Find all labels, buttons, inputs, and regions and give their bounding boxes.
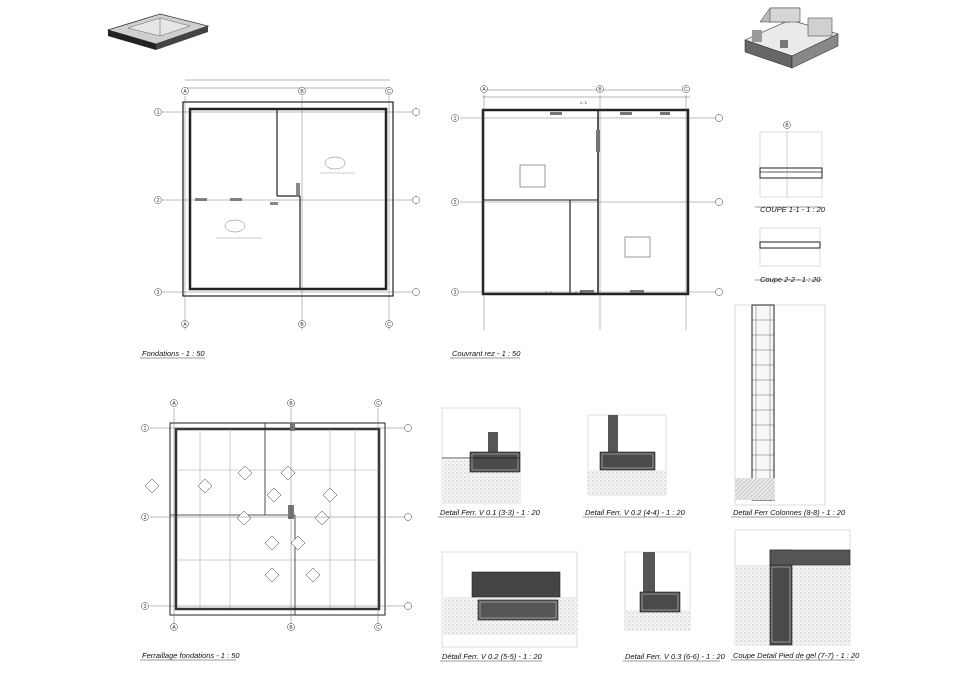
v02-55-title: Détail Ferr. V 0.2 (5-5) - 1 : 20 [442,652,543,661]
grid-label-3: 3 [454,290,457,296]
grid-label-b: B [300,89,304,95]
detail-v02-4-4: Detail Ferr. V 0.2 (4-4) - 1 : 20 [583,414,686,518]
v03-title: Detail Ferr. V 0.3 (6-6) - 1 : 20 [625,652,726,661]
detail-v01: Detail Ferr. V 0.1 (3-3) - 1 : 20 [438,407,541,518]
3d-foundation-thumbnail [106,13,210,50]
grid-label-c: C [387,89,391,95]
ferraillage-plan: A B C A B C 1 2 3 [141,399,412,631]
couvrant-plan: A B C 1 2 3 C. 4 C. 6 C. 5 [451,85,723,330]
grid-label-c: C [376,401,380,407]
grid-label-b: B [289,401,293,407]
tag-c5: C. 5 [580,101,587,105]
ferraillage-title: Ferraillage fondations - 1 : 50 [142,651,240,660]
detail-v02-5-5: Détail Ferr. V 0.2 (5-5) - 1 : 20 [440,551,578,662]
coupe-2-2-section: Coupe 2-2 - 1 : 20 [755,227,822,284]
grid-label-b: B [785,123,789,129]
grid-label-c: C [376,625,380,631]
fondations-title-block: Fondations - 1 : 50 [140,349,205,359]
grid-label-1: 1 [144,426,147,432]
grid-label-1: 1 [454,116,457,122]
grid-label-b: B [289,625,293,631]
tag-c6: C. 6 [575,291,582,295]
grid-label-b: B [598,87,602,93]
pied-gel-title: Coupe Detail Pied de gel (7-7) - 1 : 20 [733,651,860,660]
grid-label-1: 1 [157,110,160,116]
v01-title: Detail Ferr. V 0.1 (3-3) - 1 : 20 [440,508,541,517]
grid-label-c: C [387,322,391,328]
fondations-title: Fondations - 1 : 50 [142,349,205,358]
couvrant-title: Couvrant rez - 1 : 50 [452,349,521,358]
couvrant-title-block: Couvrant rez - 1 : 50 [450,349,521,359]
ferraillage-title-block: Ferraillage fondations - 1 : 50 [140,651,240,661]
v02-44-title: Detail Ferr. V 0.2 (4-4) - 1 : 20 [585,508,686,517]
coupe-2-2-title: Coupe 2-2 - 1 : 20 [760,275,821,284]
3d-building-thumbnail [744,7,839,69]
tag-c4: C. 4 [545,291,552,295]
detail-pied-de-gel: Coupe Detail Pied de gel (7-7) - 1 : 20 [731,529,860,661]
grid-label-3: 3 [144,604,147,610]
detail-v03: Detail Ferr. V 0.3 (6-6) - 1 : 20 [623,551,726,662]
grid-label-c: C [684,87,688,93]
grid-label-a: A [482,87,486,93]
grid-label-a: A [172,625,176,631]
grid-label-2: 2 [454,200,457,206]
detail-colonnes: Detail Ferr Colonnes (8-8) - 1 : 20 [731,304,846,518]
grid-label-b: B [300,322,304,328]
grid-label-a: A [183,89,187,95]
grid-label-a: A [172,401,176,407]
grid-label-2: 2 [157,198,160,204]
couvrant-grid-bubbles: A B C 1 2 3 [451,85,723,296]
fondations-grid-bubbles: A B C A B C 1 2 3 [154,87,420,328]
coupe-1-1-title: COUPE 1-1 - 1 : 20 [760,205,826,214]
colonnes-title: Detail Ferr Colonnes (8-8) - 1 : 20 [733,508,846,517]
coupe-1-1-section: B COUPE 1-1 - 1 : 20 [755,121,826,214]
grid-label-3: 3 [157,290,160,296]
grid-label-2: 2 [144,515,147,521]
fondations-plan: A B C A B C 1 2 3 [154,79,420,330]
ferraillage-grid-bubbles: A B C A B C 1 2 3 [141,399,412,631]
grid-label-a: A [183,322,187,328]
